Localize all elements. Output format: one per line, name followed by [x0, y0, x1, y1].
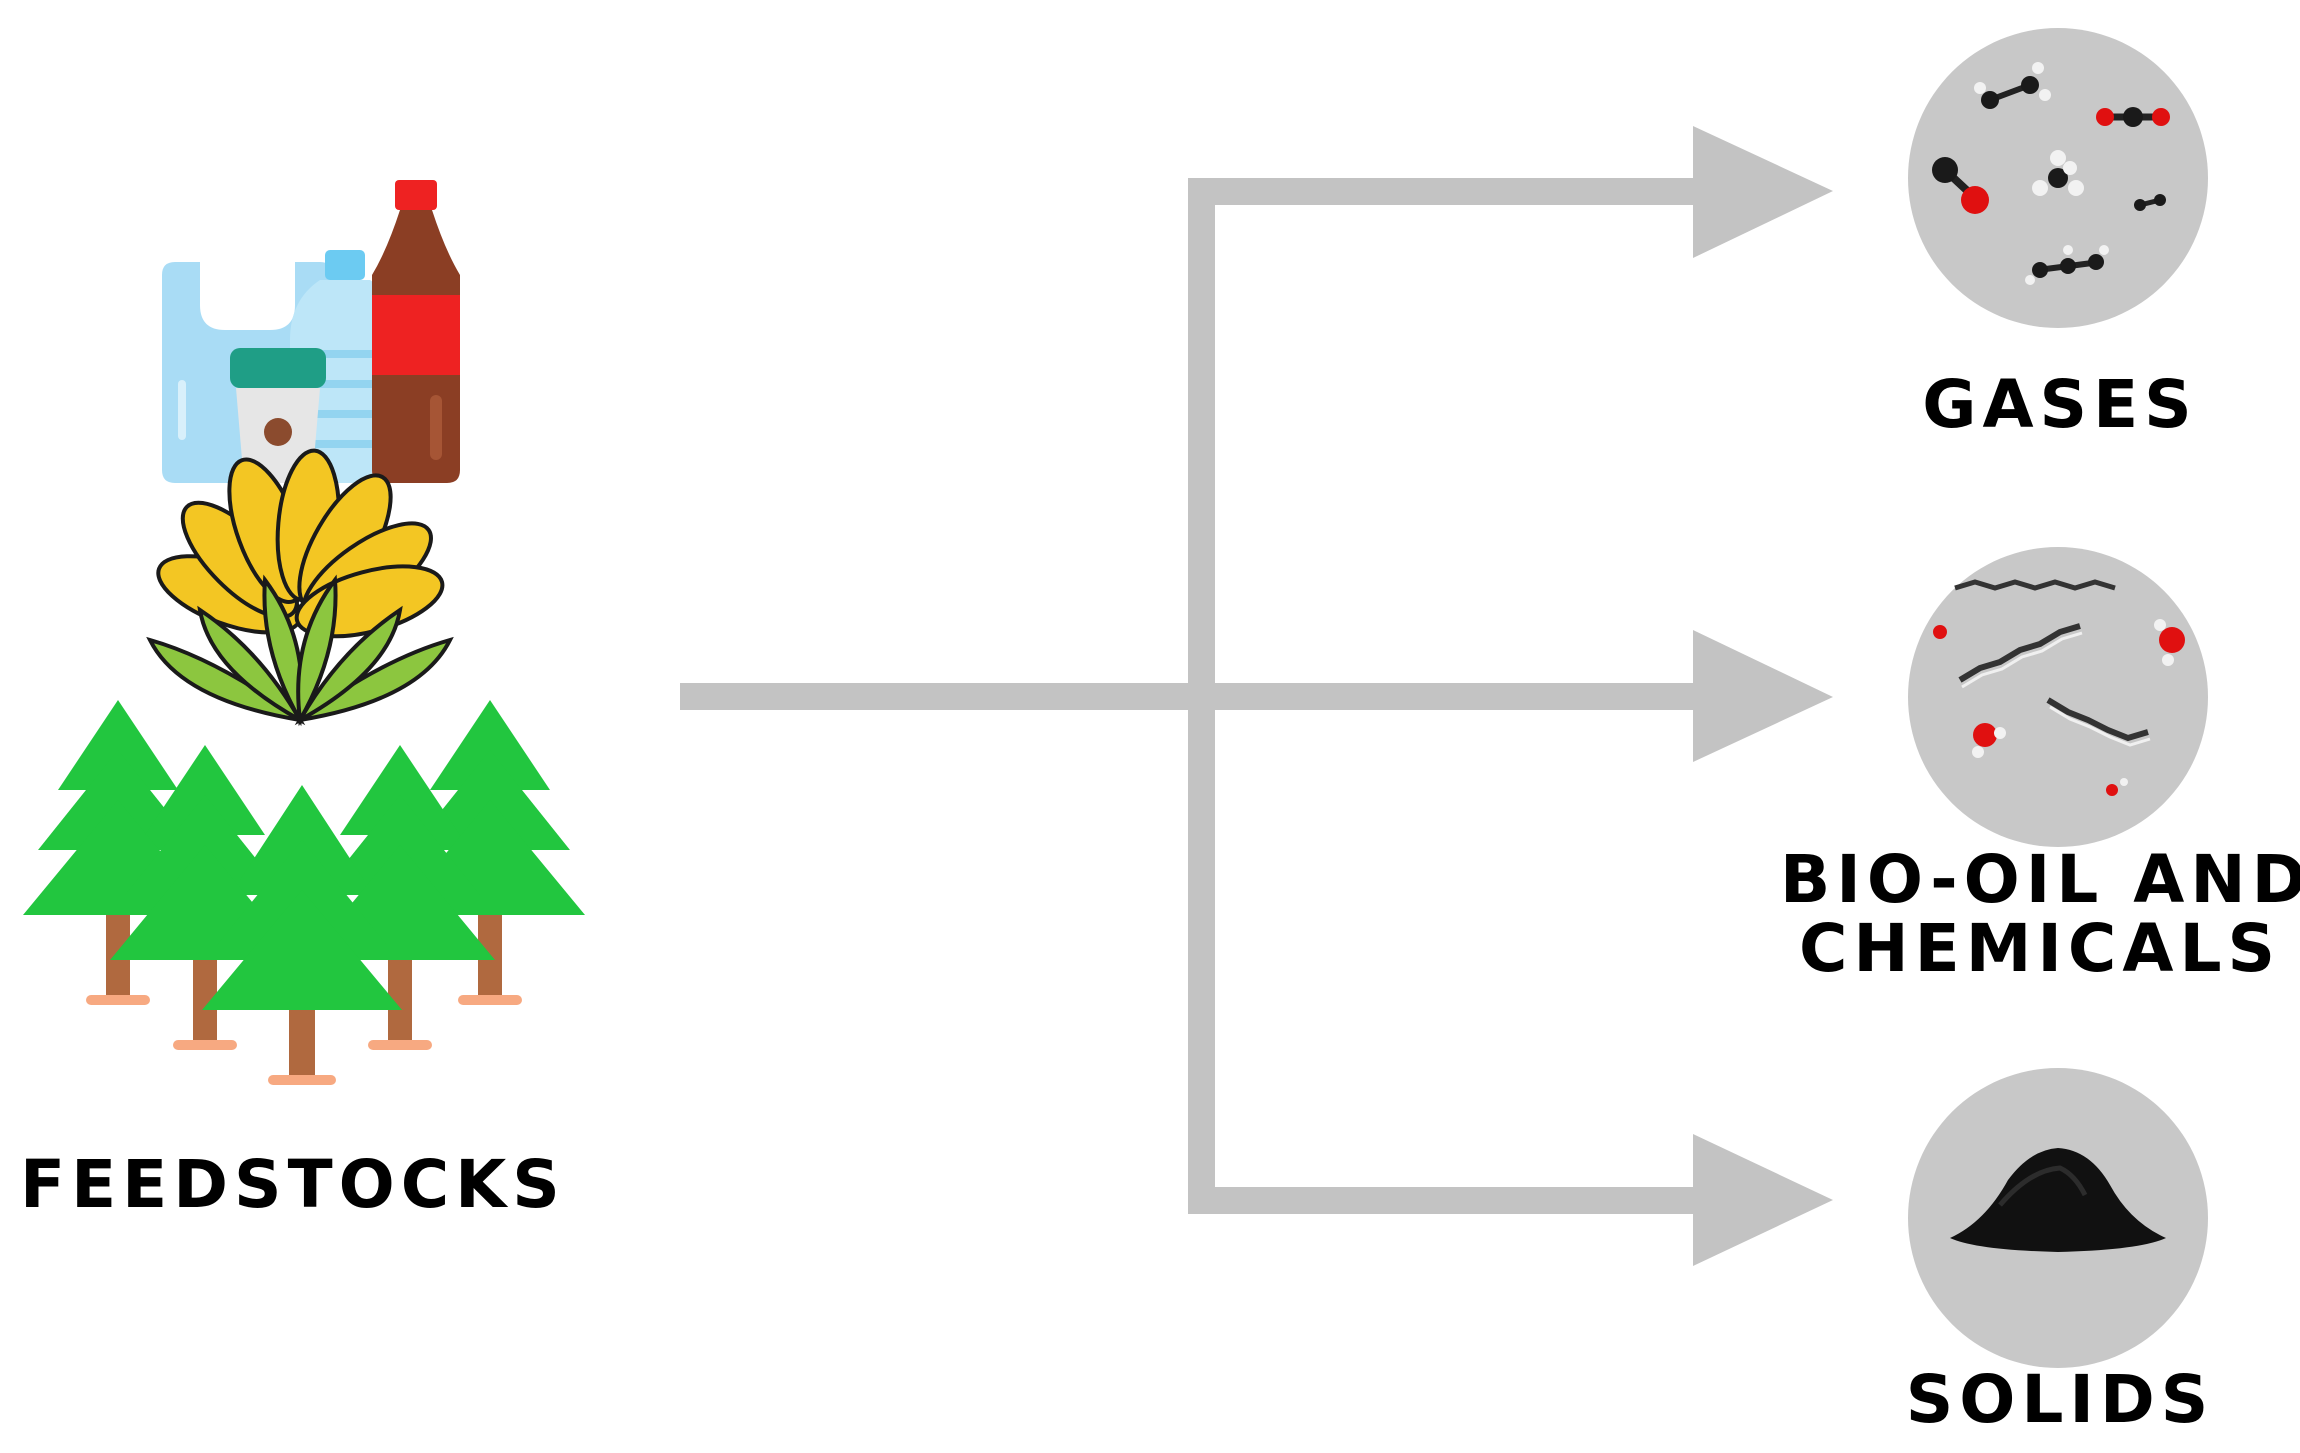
bio-oil-label-line2: CHEMICALS [1798, 910, 2282, 988]
feedstocks-label: FEEDSTOCKS [20, 1146, 566, 1223]
solids-arrowhead [1693, 1134, 1833, 1266]
gas-molecules-icon [1908, 28, 2208, 328]
char-pile-icon [1908, 1068, 2208, 1368]
corn-crop-icon [146, 448, 454, 727]
bio-oil-arrowhead [1693, 630, 1833, 762]
pine-tree [202, 785, 402, 1085]
feed-line [680, 683, 1210, 710]
bio-oil-molecules-icon [1908, 547, 2208, 847]
gases-arrowhead [1693, 126, 1833, 258]
pine-forest-icon [23, 700, 585, 1085]
bio-oil-label: BIO-OIL AND CHEMICALS [1780, 845, 2300, 984]
gases-label: GASES [1922, 366, 2198, 443]
connector-arrows [680, 126, 1833, 1266]
bio-oil-arrow-shaft [1188, 683, 1698, 710]
solids-label: SOLIDS [1905, 1361, 2215, 1438]
pine-tree [305, 745, 495, 1050]
bio-oil-label-line1: BIO-OIL AND [1780, 841, 2300, 918]
cola-bottle-icon [372, 180, 460, 483]
solids-arrow-shaft [1188, 1187, 1698, 1214]
plastic-waste-icon [162, 180, 460, 483]
gases-arrow-shaft [1188, 178, 1698, 205]
